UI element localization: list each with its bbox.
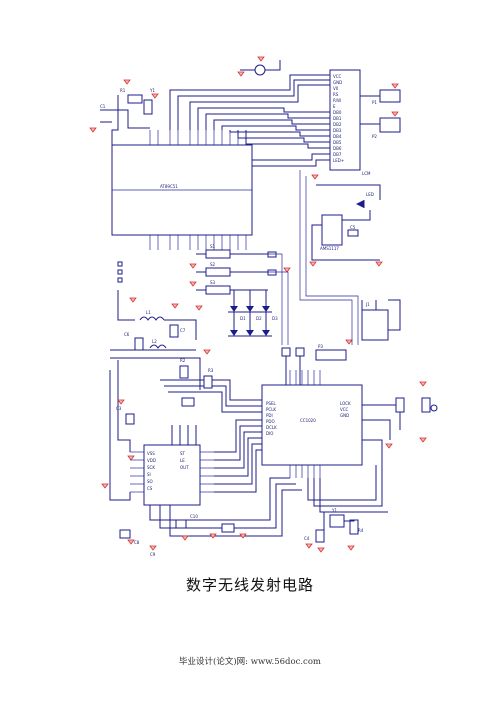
svg-text:V0: V0 xyxy=(333,86,339,91)
rf-chip xyxy=(261,384,363,466)
svg-text:C6: C6 xyxy=(124,332,130,337)
svg-text:J1: J1 xyxy=(365,302,370,307)
svg-text:R2: R2 xyxy=(180,358,186,363)
svg-text:C5: C5 xyxy=(350,225,356,230)
regulator-block: AMS1117 LED C5 xyxy=(309,174,383,267)
svg-text:C1: C1 xyxy=(100,104,106,109)
mcu-label: AT89C51 xyxy=(160,184,178,189)
svg-text:DCLK: DCLK xyxy=(266,425,277,430)
svg-text:PSEL: PSEL xyxy=(266,401,276,406)
lower-left-chip xyxy=(143,444,201,506)
svg-text:P1: P1 xyxy=(372,100,377,105)
svg-text:LED+: LED+ xyxy=(333,158,344,163)
lower-chip-pins xyxy=(130,451,214,493)
top-transistor xyxy=(237,56,281,77)
svg-text:DIO: DIO xyxy=(266,431,273,436)
svg-text:GND: GND xyxy=(340,413,349,418)
svg-text:C3: C3 xyxy=(116,406,122,411)
svg-text:C9: C9 xyxy=(150,552,156,557)
lcd-label: LCM xyxy=(362,171,371,176)
svg-text:PCLK: PCLK xyxy=(266,407,276,412)
svg-text:SI: SI xyxy=(147,472,151,477)
svg-text:C8: C8 xyxy=(134,540,140,545)
page-footer: 毕业设计(论文)网: www.56doc.com xyxy=(179,657,321,667)
svg-text:VCC: VCC xyxy=(340,407,349,412)
svg-text:L2: L2 xyxy=(152,339,157,344)
svg-text:DB1: DB1 xyxy=(333,116,342,121)
svg-text:GND: GND xyxy=(333,80,342,85)
svg-text:C10: C10 xyxy=(190,514,198,519)
svg-text:VDD: VDD xyxy=(147,458,156,463)
svg-text:PDO: PDO xyxy=(266,419,275,424)
lower-chip-pin-labels: VSS VDD SCK SI SO CS ST LE OUT xyxy=(147,451,189,491)
svg-text:S2: S2 xyxy=(210,262,216,267)
svg-text:E: E xyxy=(333,104,336,109)
svg-text:OUT: OUT xyxy=(180,465,189,470)
svg-text:DB3: DB3 xyxy=(333,128,342,133)
svg-text:P2: P2 xyxy=(372,134,377,139)
svg-text:L1: L1 xyxy=(146,310,151,315)
svg-text:D1: D1 xyxy=(240,316,246,321)
diode-array: D1 D2 D3 xyxy=(228,290,278,337)
lower-routing xyxy=(109,360,388,537)
svg-text:Y1: Y1 xyxy=(331,508,337,513)
svg-text:LOCK: LOCK xyxy=(340,401,351,406)
svg-text:R1: R1 xyxy=(120,88,126,93)
svg-text:S3: S3 xyxy=(210,280,216,285)
rf-header: P3 xyxy=(281,339,353,385)
mcu-lcd-bus xyxy=(169,74,330,167)
svg-text:P3: P3 xyxy=(318,344,323,349)
crystal-reset-circuit: C1 R1 Y1 xyxy=(89,79,159,145)
svg-text:S1: S1 xyxy=(210,244,216,249)
svg-text:DB2: DB2 xyxy=(333,122,342,127)
svg-text:VSS: VSS xyxy=(147,451,155,456)
svg-text:LE: LE xyxy=(180,458,185,463)
svg-text:DB7: DB7 xyxy=(333,152,342,157)
rf-right-connector: J1 xyxy=(361,299,438,449)
svg-text:DB5: DB5 xyxy=(333,140,342,145)
svg-text:C4: C4 xyxy=(304,536,310,541)
rf-top-pins xyxy=(289,370,321,478)
outer-wires xyxy=(268,170,359,345)
svg-text:PDI: PDI xyxy=(266,413,273,418)
svg-text:R3: R3 xyxy=(208,368,214,373)
lcd-connector xyxy=(329,69,361,171)
mcu-bottom-pins xyxy=(149,235,247,250)
svg-text:D2: D2 xyxy=(256,316,262,321)
svg-text:C7: C7 xyxy=(180,328,186,333)
svg-text:AMS1117: AMS1117 xyxy=(320,246,339,251)
rf-label: CC1020 xyxy=(300,418,316,423)
svg-text:R/W: R/W xyxy=(333,98,341,103)
svg-text:SO: SO xyxy=(147,479,153,484)
svg-text:SCK: SCK xyxy=(147,465,155,470)
svg-text:RS: RS xyxy=(333,92,339,97)
svg-text:R4: R4 xyxy=(358,528,364,533)
svg-text:D3: D3 xyxy=(272,316,278,321)
svg-text:DB4: DB4 xyxy=(333,134,342,139)
svg-text:LED: LED xyxy=(366,192,374,197)
svg-text:VCC: VCC xyxy=(333,74,342,79)
diagram-title: 数字无线发射电路 xyxy=(185,576,314,594)
svg-text:CS: CS xyxy=(147,486,153,491)
svg-text:DB0: DB0 xyxy=(333,110,342,115)
small-squares xyxy=(117,261,123,283)
lower-right-crystal: Y1 C4 R4 xyxy=(304,508,364,553)
svg-text:DB6: DB6 xyxy=(333,146,342,151)
svg-text:ST: ST xyxy=(180,451,186,456)
svg-text:Y1: Y1 xyxy=(149,88,155,93)
